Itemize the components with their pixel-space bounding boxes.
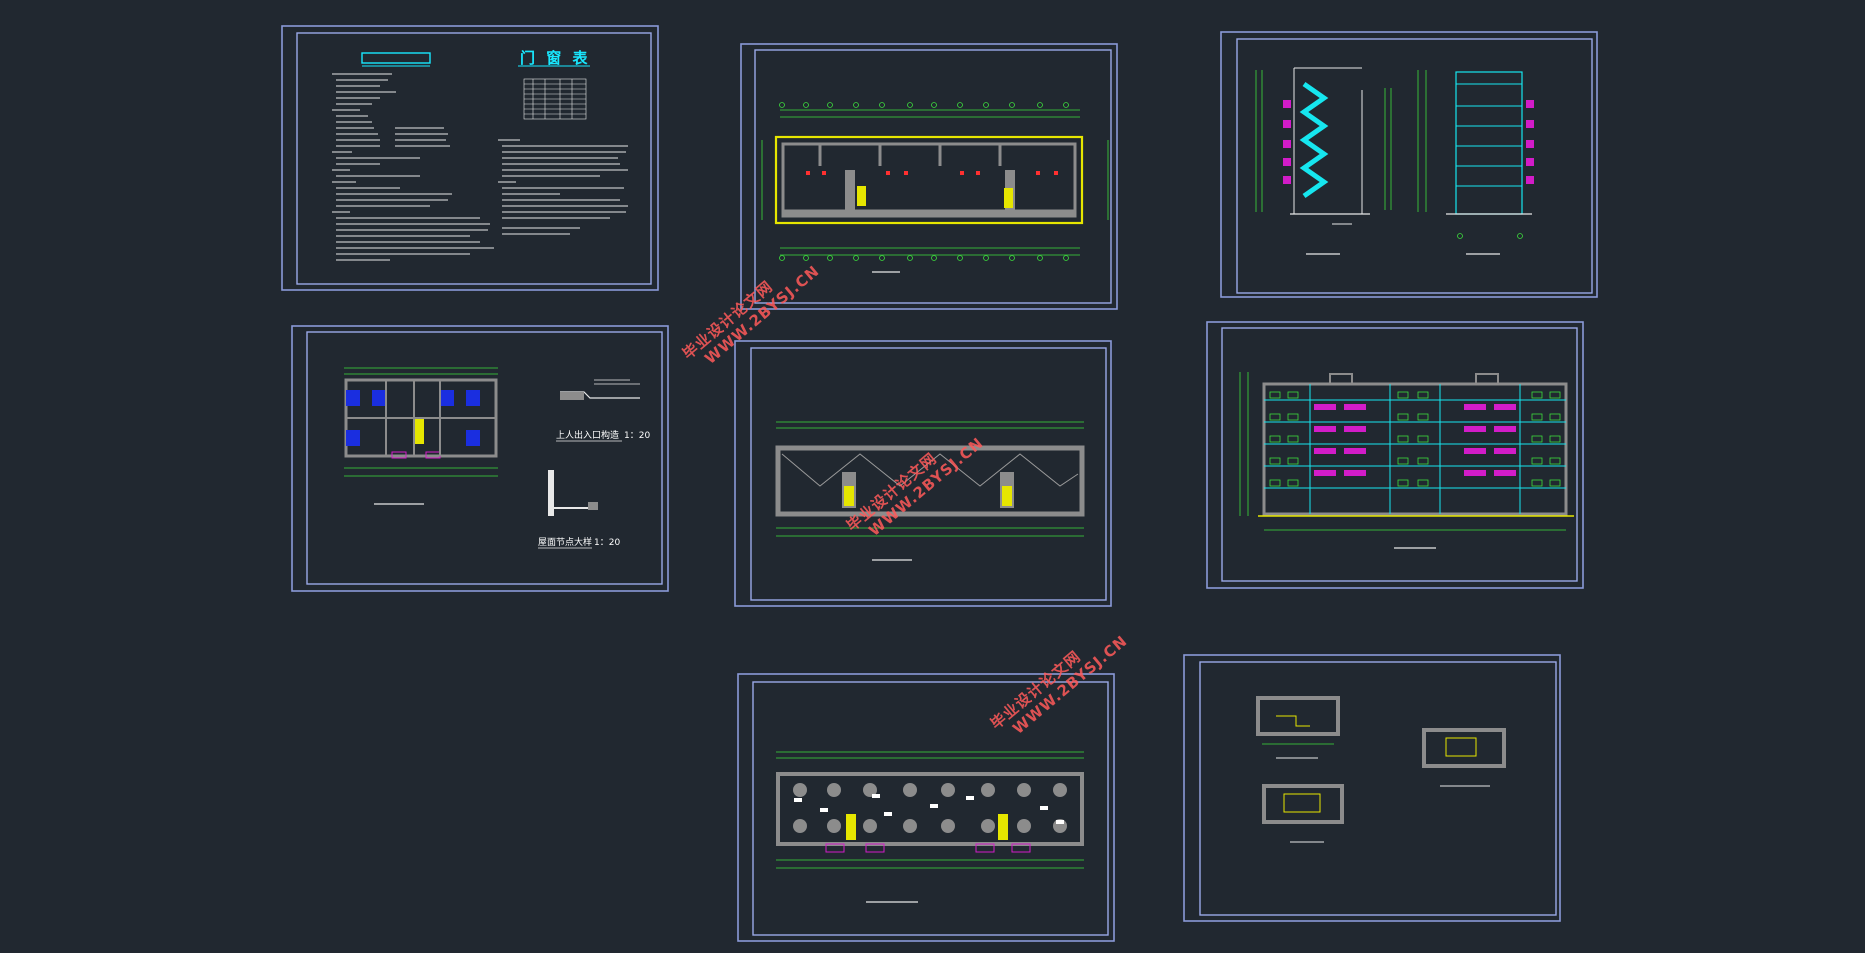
roof-hatch-detail: 上人出入口构造 1：20 [556, 379, 650, 442]
roof-hatch-caption: 上人出入口构造 [556, 429, 619, 441]
sheet-stair-details[interactable] [1183, 654, 1561, 922]
notes-title [361, 52, 431, 67]
sheet-design-notes[interactable]: 门 窗 表 [281, 25, 659, 291]
stair-detail-drawings [1256, 696, 1506, 843]
ground-plan-drawing [775, 421, 1085, 561]
roof-node-detail: 屋面节点大样 1：20 [538, 470, 620, 549]
sheet-floor-plan-details[interactable]: 上人出入口构造 1：20 屋面节点大样 1：20 [291, 325, 669, 592]
sheet-roof-plan[interactable] [740, 43, 1118, 310]
notes-text-block-right [498, 139, 628, 235]
front-elevation-drawing [1239, 372, 1574, 549]
roof-node-caption: 屋面节点大样 [538, 536, 592, 548]
section-drawing [1255, 67, 1392, 255]
door-window-table-title: 门 窗 表 [520, 49, 590, 67]
sheet-foundation-plan[interactable] [737, 673, 1115, 942]
sheet-section-elevation[interactable] [1220, 31, 1598, 298]
foundation-plan-drawing [776, 751, 1084, 903]
roof-hatch-scale: 1：20 [624, 431, 650, 441]
watermark-2: 毕业设计论文网 WWW.2BYSJ.CN [843, 434, 987, 540]
floor-plan-small [344, 367, 498, 505]
roof-node-scale: 1：20 [594, 538, 620, 548]
notes-text-block-left [332, 73, 494, 261]
sheet-ground-floor-plan[interactable] [734, 340, 1112, 607]
roof-plan-drawing [761, 102, 1109, 273]
door-window-table [523, 78, 587, 120]
side-elevation-drawing [1417, 70, 1534, 255]
sheet-front-elevation[interactable] [1206, 321, 1584, 589]
